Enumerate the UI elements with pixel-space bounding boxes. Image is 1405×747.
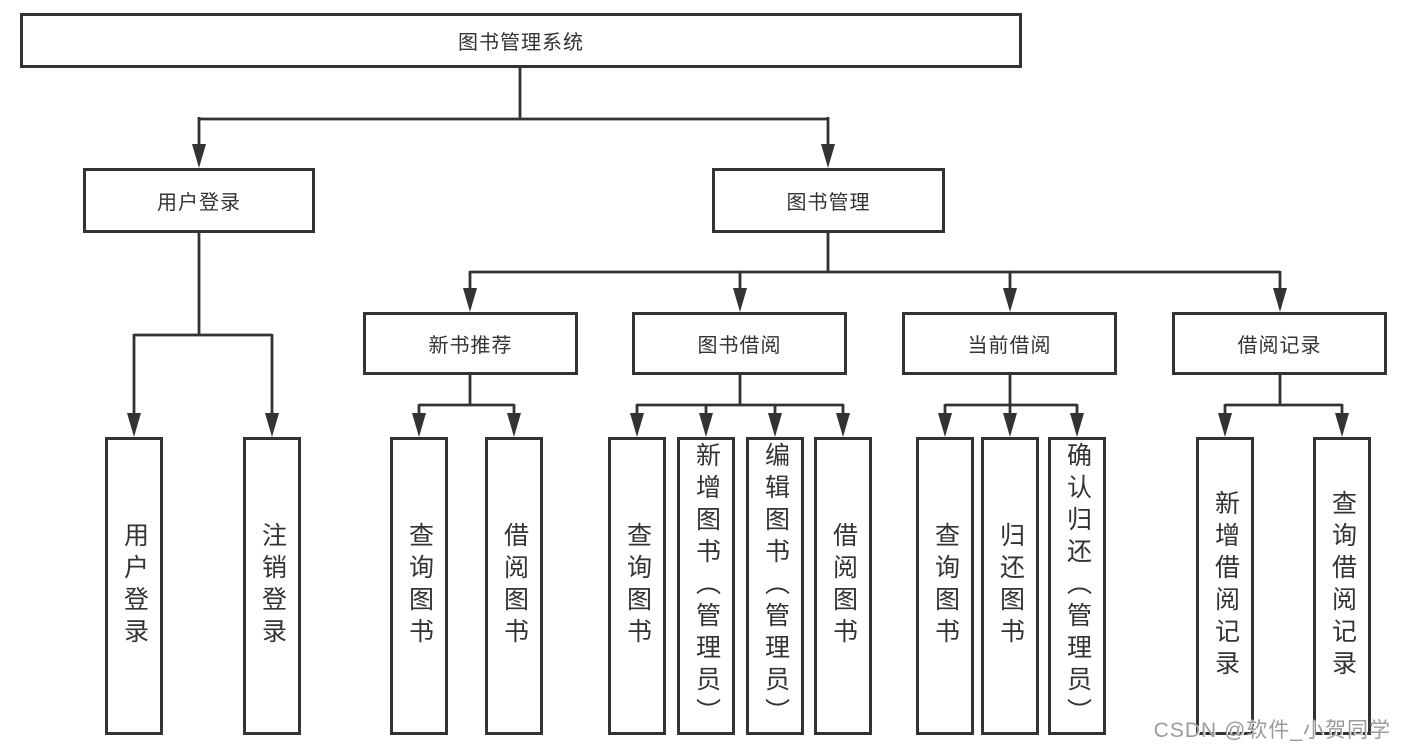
node-book-borrow-label: 图书借阅: [697, 335, 782, 357]
leaf-query-borrow-record-label: 查询借阅记录: [1328, 490, 1357, 682]
leaf-add-borrow-record-label: 新增借阅记录: [1211, 490, 1240, 682]
leaf-return-books: 归还图书: [981, 437, 1039, 735]
connector-book-borrow-to-leaves: [630, 375, 850, 437]
connector-book-management-to-level3: [463, 233, 1287, 312]
node-book-management: 图书管理: [712, 168, 945, 233]
csdn-watermark: CSDN @软件_小贺同学: [1153, 719, 1391, 742]
leaf-query-borrow-record: 查询借阅记录: [1313, 437, 1371, 735]
leaf-confirm-return-admin: 确认归还（管理员）: [1048, 437, 1106, 735]
leaf-edit-books-admin-label: 编辑图书（管理员）: [761, 442, 790, 730]
connector-current-borrow-to-leaves: [938, 375, 1084, 437]
node-current-borrow: 当前借阅: [902, 312, 1117, 375]
connector-root-to-level2: [192, 68, 835, 168]
node-root-system: 图书管理系统: [20, 13, 1022, 68]
node-new-book-recommend: 新书推荐: [363, 312, 578, 375]
node-borrow-records: 借阅记录: [1172, 312, 1387, 375]
connector-new-book-recommend-to-leaves: [412, 375, 521, 437]
node-user-login: 用户登录: [83, 168, 315, 233]
node-book-management-label: 图书管理: [786, 192, 871, 214]
node-book-borrow: 图书借阅: [632, 312, 847, 375]
leaf-return-books-label: 归还图书: [996, 522, 1025, 650]
leaf-add-borrow-record: 新增借阅记录: [1196, 437, 1254, 735]
leaf-confirm-return-admin-label: 确认归还（管理员）: [1063, 442, 1092, 730]
node-user-login-label: 用户登录: [157, 192, 241, 214]
leaf-add-books-admin-label: 新增图书（管理员）: [692, 442, 721, 730]
leaf-user-login-label: 用户登录: [120, 522, 149, 650]
node-current-borrow-label: 当前借阅: [967, 335, 1052, 357]
connector-borrow-records-to-leaves: [1218, 375, 1349, 437]
leaf-borrow-books: 借阅图书: [814, 437, 872, 735]
leaf-query-books-borrow: 查询图书: [608, 437, 666, 735]
node-root-label: 图书管理系统: [458, 32, 584, 54]
leaf-logout-label: 注销登录: [258, 522, 287, 650]
leaf-query-books-borrow-label: 查询图书: [623, 522, 652, 650]
node-borrow-records-label: 借阅记录: [1237, 335, 1322, 357]
leaf-query-books-current: 查询图书: [916, 437, 974, 735]
leaf-borrow-books-recommend: 借阅图书: [485, 437, 543, 735]
connector-user-login-to-leaves: [127, 233, 279, 437]
leaf-query-books-current-label: 查询图书: [931, 522, 960, 650]
leaf-logout: 注销登录: [243, 437, 301, 735]
node-new-book-recommend-label: 新书推荐: [428, 335, 513, 357]
leaf-user-login: 用户登录: [105, 437, 163, 735]
leaf-query-books-recommend-label: 查询图书: [405, 522, 434, 650]
leaf-borrow-books-label: 借阅图书: [829, 522, 858, 650]
leaf-query-books-recommend: 查询图书: [390, 437, 448, 735]
leaf-edit-books-admin: 编辑图书（管理员）: [746, 437, 804, 735]
leaf-add-books-admin: 新增图书（管理员）: [677, 437, 735, 735]
leaf-borrow-books-recommend-label: 借阅图书: [500, 522, 529, 650]
